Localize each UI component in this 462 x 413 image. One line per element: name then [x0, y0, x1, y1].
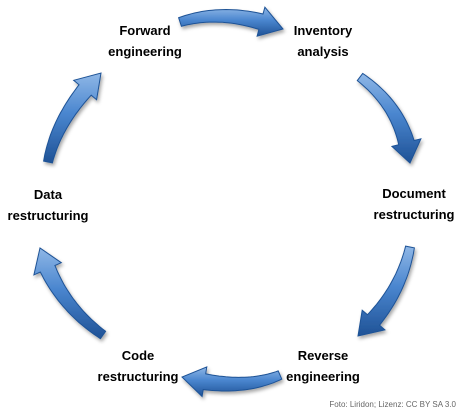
stage-line: Document [382, 186, 446, 201]
photo-credit: Foto: Liridon; Lizenz: CC BY SA 3.0 [329, 400, 456, 409]
stage-data-restructuring: Data restructuring [2, 184, 94, 226]
stage-line: Reverse [297, 348, 349, 363]
stage-line: restructuring [97, 369, 179, 384]
arrow-inventory-to-document [356, 72, 422, 164]
stage-line: Inventory [293, 23, 353, 38]
arrow-code-to-data [33, 247, 107, 340]
stage-code-restructuring: Code restructuring [92, 345, 184, 387]
stage-line: Code [121, 348, 155, 363]
arrow-forward-to-inventory [177, 6, 284, 37]
stage-forward-engineering: Forward engineering [102, 20, 188, 62]
stage-line: restructuring [373, 207, 455, 222]
stage-inventory-analysis: Inventory analysis [283, 20, 363, 62]
stage-line: Data [33, 187, 63, 202]
stage-line: restructuring [7, 208, 89, 223]
arrow-data-to-forward [43, 72, 102, 164]
stage-line: engineering [108, 44, 182, 59]
stage-line: Forward [119, 23, 171, 38]
stage-line: engineering [286, 369, 360, 384]
stage-document-restructuring: Document restructuring [366, 183, 462, 225]
stage-line: analysis [297, 44, 349, 59]
arrow-document-to-reverse [357, 245, 415, 337]
arrow-reverse-to-code [181, 366, 283, 398]
stage-reverse-engineering: Reverse engineering [280, 345, 366, 387]
